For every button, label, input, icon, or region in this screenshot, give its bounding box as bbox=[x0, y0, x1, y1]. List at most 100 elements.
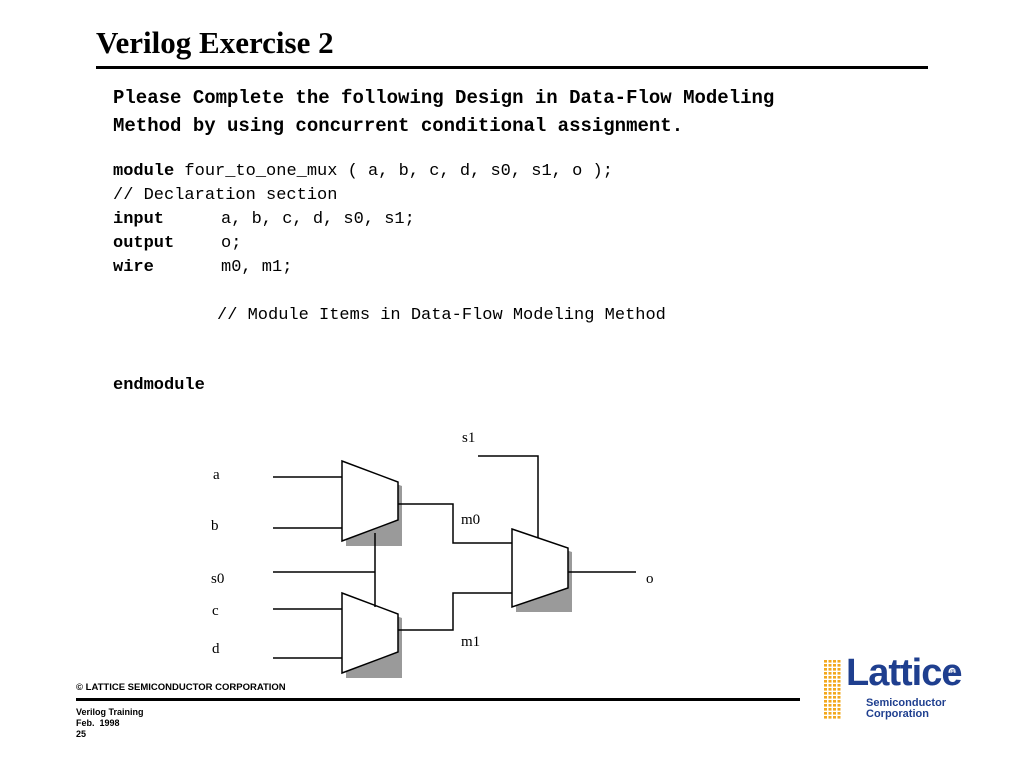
logo-dot bbox=[824, 696, 827, 699]
logo-dot bbox=[824, 688, 827, 691]
logo-wordmark: Lattice bbox=[846, 652, 962, 694]
logo-dot bbox=[828, 688, 832, 691]
logo-dot bbox=[828, 700, 832, 703]
logo-subtitle-line-2: Corporation bbox=[866, 708, 929, 720]
logo-dot bbox=[824, 712, 827, 715]
mux-bodies bbox=[341, 459, 569, 675]
course-name: Verilog Training bbox=[76, 707, 144, 717]
wire-s1 bbox=[478, 455, 539, 538]
logo-dot bbox=[837, 660, 841, 663]
lattice-logo: Lattice ® Semiconductor Corporation bbox=[824, 654, 964, 720]
logo-dot bbox=[837, 716, 841, 719]
logo-dot bbox=[837, 664, 841, 667]
logo-dot bbox=[824, 664, 827, 667]
logo-dot bbox=[837, 712, 841, 715]
logo-dot bbox=[837, 696, 841, 699]
instruction-line-2: Method by using concurrent conditional a… bbox=[113, 115, 684, 137]
logo-dot bbox=[828, 684, 832, 687]
footer-rule bbox=[76, 698, 800, 701]
title-rule bbox=[96, 66, 928, 69]
copyright-notice: © LATTICE SEMICONDUCTOR CORPORATION bbox=[76, 682, 286, 693]
module-items-comment: // Module Items in Data-Flow Modeling Me… bbox=[113, 304, 666, 328]
label-s1: s1 bbox=[462, 430, 475, 446]
logo-dot bbox=[833, 672, 836, 675]
slide-title: Verilog Exercise 2 bbox=[96, 25, 334, 60]
logo-dot bbox=[828, 704, 832, 707]
logo-dot bbox=[824, 716, 827, 719]
logo-dot bbox=[837, 668, 841, 671]
module-items-comment-text: // Module Items in Data-Flow Modeling Me… bbox=[217, 306, 666, 325]
input-declaration: input a, b, c, d, s0, s1; bbox=[113, 208, 666, 232]
logo-dot bbox=[824, 668, 827, 671]
logo-dot bbox=[833, 676, 836, 679]
logo-dot bbox=[837, 688, 841, 691]
logo-registered-mark: ® bbox=[950, 668, 956, 677]
logo-dot bbox=[828, 708, 832, 711]
output-keyword: output bbox=[113, 234, 175, 253]
course-date: Feb. 1998 bbox=[76, 718, 120, 728]
logo-dot bbox=[837, 684, 841, 687]
logo-dot bbox=[837, 692, 841, 695]
logo-dot bbox=[824, 676, 827, 679]
page-number: 25 bbox=[76, 729, 87, 739]
mux-bottom bbox=[341, 591, 399, 675]
logo-dot bbox=[833, 692, 836, 695]
logo-dot bbox=[833, 708, 836, 711]
mux-output bbox=[511, 527, 569, 609]
mux-top bbox=[341, 459, 399, 543]
logo-dot bbox=[837, 700, 841, 703]
logo-dot bbox=[833, 680, 836, 683]
logo-dot-grid-icon bbox=[824, 660, 841, 719]
label-m0: m0 bbox=[461, 512, 480, 528]
logo-dot bbox=[837, 676, 841, 679]
logo-dot bbox=[824, 704, 827, 707]
logo-dot bbox=[828, 696, 832, 699]
module-keyword: module bbox=[113, 162, 175, 181]
label-c: c bbox=[212, 603, 219, 619]
wire-m1 bbox=[398, 592, 512, 631]
wire-keyword: wire bbox=[113, 258, 154, 277]
logo-dot bbox=[833, 696, 836, 699]
wire-declaration: wire m0, m1; bbox=[113, 256, 666, 280]
logo-dot bbox=[824, 700, 827, 703]
label-s0: s0 bbox=[211, 571, 224, 587]
input-keyword: input bbox=[113, 210, 165, 229]
logo-subtitle-line-1: Semiconductor bbox=[866, 697, 947, 709]
logo-dot bbox=[837, 672, 841, 675]
footer-meta: Verilog Training Feb. 1998 25 bbox=[76, 707, 144, 740]
logo-dot bbox=[833, 684, 836, 687]
input-list: a, b, c, d, s0, s1; bbox=[221, 210, 415, 229]
label-a: a bbox=[213, 467, 220, 483]
label-o: o bbox=[646, 571, 654, 587]
logo-dot bbox=[833, 660, 836, 663]
logo-dot bbox=[837, 708, 841, 711]
logo-subtitle: Semiconductor Corporation bbox=[866, 698, 946, 720]
label-d: d bbox=[212, 641, 220, 657]
logo-dot bbox=[824, 708, 827, 711]
logo-dot bbox=[828, 680, 832, 683]
logo-dot bbox=[837, 680, 841, 683]
wire-list: m0, m1; bbox=[221, 258, 293, 277]
logo-dot bbox=[824, 672, 827, 675]
logo-dot bbox=[824, 692, 827, 695]
logo-dot bbox=[828, 712, 832, 715]
declaration-comment: // Declaration section bbox=[113, 186, 338, 205]
wire-m0 bbox=[398, 503, 512, 544]
logo-dot bbox=[828, 660, 832, 663]
logo-dot bbox=[828, 692, 832, 695]
logo-dot bbox=[833, 716, 836, 719]
logo-dot bbox=[837, 704, 841, 707]
output-list: o; bbox=[221, 234, 242, 253]
logo-dot bbox=[828, 716, 832, 719]
logo-dot bbox=[828, 676, 832, 679]
code-block: module four_to_one_mux ( a, b, c, d, s0,… bbox=[113, 160, 666, 328]
logo-dot bbox=[824, 680, 827, 683]
logo-dot bbox=[828, 664, 832, 667]
logo-dot bbox=[833, 668, 836, 671]
label-m1: m1 bbox=[461, 634, 480, 650]
wires bbox=[273, 455, 636, 659]
endmodule-keyword: endmodule bbox=[113, 376, 205, 395]
label-b: b bbox=[211, 518, 219, 534]
logo-dot bbox=[833, 688, 836, 691]
